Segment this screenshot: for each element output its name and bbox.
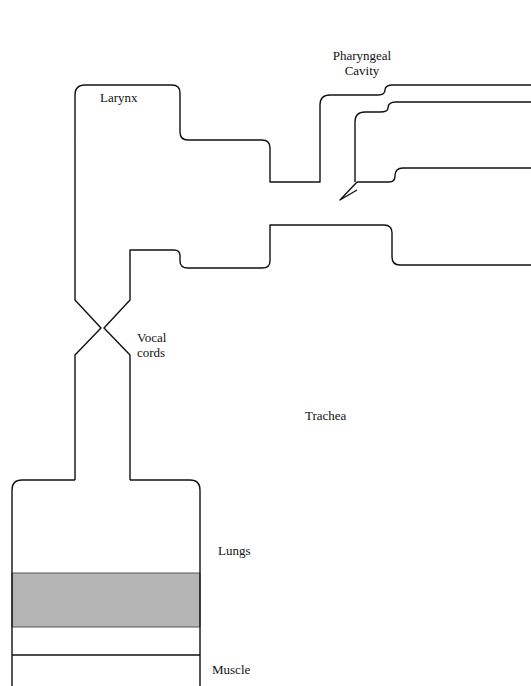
velum — [340, 182, 357, 200]
tract-upper-wall — [75, 85, 531, 480]
tract-lower-wall — [104, 225, 531, 480]
trachea-label: Trachea — [305, 408, 375, 423]
muscle-label: Muscle — [212, 662, 272, 677]
lung-band — [12, 573, 200, 627]
larynx-label: Larynx — [100, 90, 160, 105]
vocal-cords-label: Vocal cords — [137, 330, 181, 360]
lungs-label: Lungs — [218, 543, 278, 558]
muscle-line — [12, 654, 200, 655]
nasal-wall — [355, 102, 531, 182]
cavity-label: Pharyngeal Cavity — [322, 48, 402, 78]
oral-wall — [357, 168, 531, 182]
